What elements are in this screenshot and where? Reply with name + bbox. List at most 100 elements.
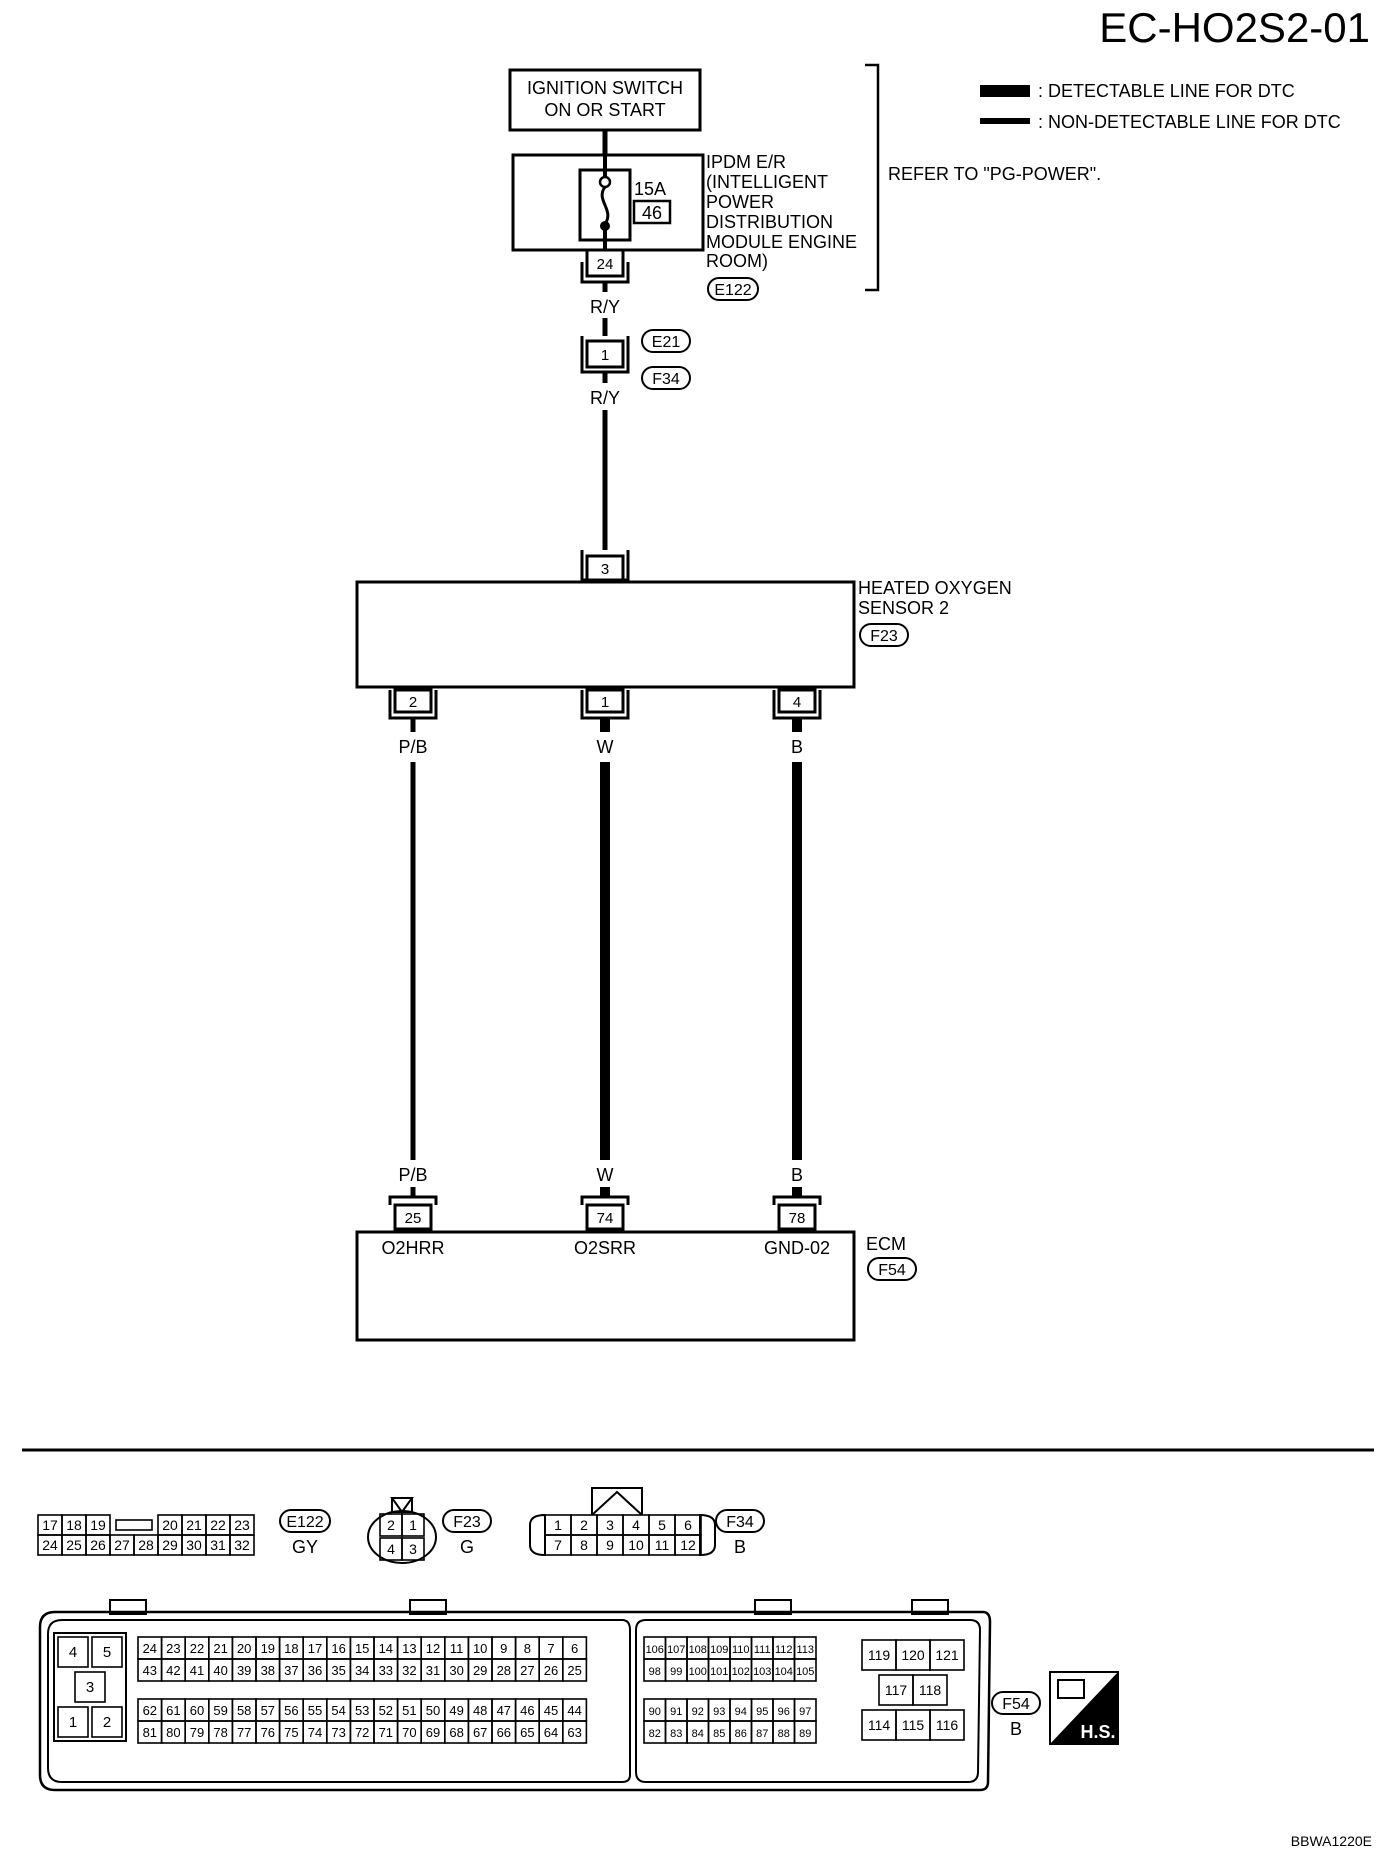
wire-color-ry-top: R/Y bbox=[590, 297, 620, 317]
f23-badge bbox=[442, 1509, 492, 1533]
sensor-connector-badge bbox=[859, 623, 909, 647]
f54-pin: 46 bbox=[520, 1703, 534, 1718]
f54-pin: 81 bbox=[143, 1725, 157, 1740]
joint-connector bbox=[585, 339, 625, 369]
f54-pin: 31 bbox=[426, 1663, 440, 1678]
f54-pin: 2 bbox=[103, 1714, 111, 1731]
e122-pin: 25 bbox=[66, 1537, 82, 1553]
f34-pin: 2 bbox=[580, 1517, 588, 1533]
f54-pin: 9 bbox=[500, 1641, 507, 1656]
f54-pin: 20 bbox=[237, 1641, 251, 1656]
f54-pin: 60 bbox=[190, 1703, 204, 1718]
f54-pin: 53 bbox=[355, 1703, 369, 1718]
e122-pin: 19 bbox=[90, 1517, 106, 1533]
e122-pin: 27 bbox=[114, 1537, 130, 1553]
sensor-connector-id: F23 bbox=[870, 628, 898, 645]
f54-pin: 88 bbox=[778, 1728, 790, 1740]
f54-pin: 19 bbox=[261, 1641, 275, 1656]
f54-pin: 35 bbox=[331, 1663, 345, 1678]
sensor-name-1: HEATED OXYGEN bbox=[858, 578, 1012, 598]
f54-pin: 72 bbox=[355, 1725, 369, 1740]
f54-pin: 86 bbox=[735, 1728, 747, 1740]
f34-color: B bbox=[734, 1537, 746, 1557]
wire-color-label: W bbox=[597, 1165, 614, 1185]
ipdm-label-4: DISTRIBUTION bbox=[706, 212, 833, 232]
e122-pin: 31 bbox=[210, 1537, 226, 1553]
sensor-pin-box bbox=[777, 688, 817, 714]
f54-pin: 43 bbox=[143, 1663, 157, 1678]
f54-pin: 79 bbox=[190, 1725, 204, 1740]
f54-pin: 96 bbox=[778, 1706, 790, 1718]
f54-pin-cell bbox=[74, 1671, 106, 1703]
e122-pin: 22 bbox=[210, 1517, 226, 1533]
ipdm-pin-24: 24 bbox=[597, 256, 614, 273]
f54-pin: 52 bbox=[379, 1703, 393, 1718]
f34-badge bbox=[715, 1509, 765, 1533]
f54-pin: 111 bbox=[754, 1644, 771, 1656]
f54-pin: 102 bbox=[732, 1666, 750, 1678]
f54-pin: 30 bbox=[449, 1663, 463, 1678]
f54-pin: 107 bbox=[667, 1644, 685, 1656]
f54-pin: 10 bbox=[473, 1641, 487, 1656]
f54-pin: 92 bbox=[692, 1706, 704, 1718]
e122-pin: 18 bbox=[66, 1517, 82, 1533]
f54-pin: 116 bbox=[936, 1717, 959, 1733]
f54-pin: 118 bbox=[919, 1682, 942, 1698]
f54-pin: 78 bbox=[213, 1725, 227, 1740]
e122-pin: 24 bbox=[42, 1537, 58, 1553]
f54-pin: 110 bbox=[732, 1644, 750, 1656]
ecm-pin-shell bbox=[388, 1195, 438, 1205]
f23-pin-cell bbox=[401, 1537, 425, 1561]
ecm-pin-label: 25 bbox=[405, 1210, 422, 1227]
f54-pin: 36 bbox=[308, 1663, 322, 1678]
f23-key-frame bbox=[391, 1497, 413, 1513]
wire-color-ry-bottom: R/Y bbox=[590, 388, 620, 408]
f23-key bbox=[390, 1497, 414, 1514]
f54-pin: 25 bbox=[567, 1663, 581, 1678]
f54-pin: 106 bbox=[646, 1644, 664, 1656]
f54-pin: 112 bbox=[775, 1644, 793, 1656]
f34-pin: 11 bbox=[655, 1537, 670, 1553]
joint-connector-e21: E21 bbox=[652, 334, 681, 351]
sensor-pin-box bbox=[393, 688, 433, 714]
f54-pin-cell bbox=[561, 1658, 588, 1682]
hs-symbol: H.S. bbox=[1049, 1671, 1119, 1745]
ipdm-connector-id: E122 bbox=[714, 282, 751, 299]
f54-pin: 58 bbox=[237, 1703, 251, 1718]
wire-color-label: B bbox=[791, 1165, 803, 1185]
f54-pin: 80 bbox=[166, 1725, 180, 1740]
f54-pin: 4 bbox=[69, 1644, 77, 1661]
joint-connector-badge-b bbox=[641, 366, 691, 390]
f54-pin: 104 bbox=[775, 1666, 793, 1678]
f54-pin: 108 bbox=[689, 1644, 707, 1656]
f54-shell bbox=[38, 1610, 992, 1792]
ecm-signal-label: O2HRR bbox=[381, 1238, 444, 1258]
f54-pin: 39 bbox=[237, 1663, 251, 1678]
hs-connector-icon bbox=[1057, 1679, 1085, 1699]
legend-non-detectable-swatch bbox=[980, 118, 1030, 124]
hs-triangle bbox=[1050, 1672, 1118, 1744]
f54-pin-cell bbox=[929, 1639, 965, 1671]
f54-pin: 93 bbox=[713, 1706, 725, 1718]
sensor-pin-box bbox=[585, 688, 625, 714]
ecm-name: ECM bbox=[866, 1234, 906, 1254]
f54-pin: 70 bbox=[402, 1725, 416, 1740]
wire-color-label: P/B bbox=[398, 737, 427, 757]
f54-pin: 114 bbox=[868, 1717, 891, 1733]
ecm-pin-label: 74 bbox=[597, 1210, 614, 1227]
f54-pin: 45 bbox=[544, 1703, 558, 1718]
f54-pin: 117 bbox=[885, 1682, 908, 1698]
f54-pin: 6 bbox=[571, 1641, 578, 1656]
f54-pin: 77 bbox=[237, 1725, 251, 1740]
f54-pin: 11 bbox=[450, 1641, 464, 1656]
f54-pin: 8 bbox=[524, 1641, 531, 1656]
f54-pin: 57 bbox=[261, 1703, 275, 1718]
f54-pin: 69 bbox=[426, 1725, 440, 1740]
e122-pin: 30 bbox=[186, 1537, 202, 1553]
fuse-number-box bbox=[632, 199, 672, 225]
f34-id: F34 bbox=[726, 1514, 754, 1531]
e122-pin: 29 bbox=[162, 1537, 178, 1553]
f23-pin-cell bbox=[401, 1513, 425, 1537]
ipdm-label-6: ROOM) bbox=[706, 251, 768, 271]
